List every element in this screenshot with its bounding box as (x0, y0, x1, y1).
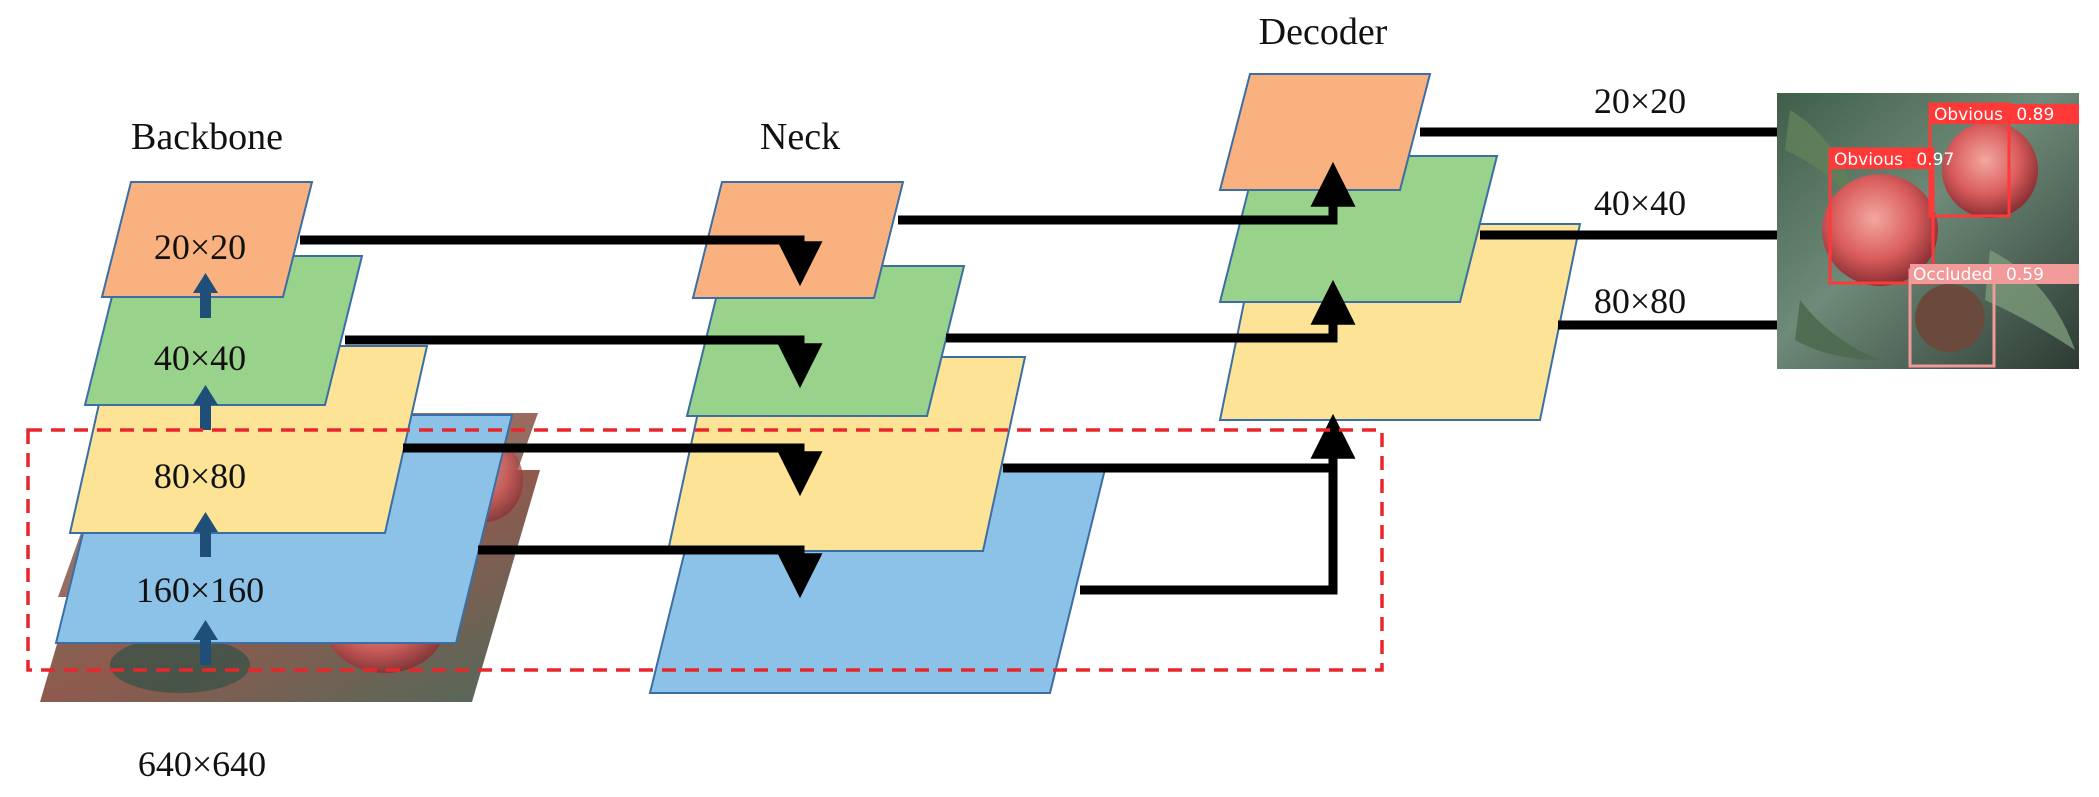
decoder-stack (1218, 73, 1582, 421)
backbone-title: Backbone (131, 116, 283, 158)
backbone-layer-20 (100, 181, 314, 298)
connector-neck20-to-decoder20 (898, 161, 1356, 225)
connector-40 (345, 335, 823, 389)
neck-stack (648, 181, 1108, 694)
backbone-label-160: 160×160 (136, 570, 264, 610)
output-connections (1420, 127, 1777, 330)
backbone-label-80: 80×80 (154, 456, 246, 496)
connector-20 (300, 235, 823, 287)
decoder-layer-40 (1218, 155, 1499, 303)
svg-text:Obvious 0.89: Obvious 0.89 (1934, 105, 2054, 125)
detection-label: Obvious (1934, 105, 2003, 125)
detection-score: 0.89 (2016, 105, 2054, 125)
detection-label: Obvious (1834, 150, 1903, 170)
highlight-dashed-box (26, 428, 1384, 672)
detection-occluded: Occluded 0.59 (1908, 264, 2079, 368)
backbone-stack: 20×20 40×40 80×80 160×160 (40, 181, 540, 702)
svg-text:Occluded 0.59: Occluded 0.59 (1913, 265, 2044, 285)
connector-neck40-to-decoder40 (946, 279, 1356, 343)
backbone-label-40: 40×40 (154, 338, 246, 378)
connector-160 (478, 545, 823, 599)
neck-title: Neck (760, 116, 840, 158)
svg-text:Obvious 0.97: Obvious 0.97 (1834, 150, 1954, 170)
up-arrow-icon (193, 385, 218, 430)
detection-obvious-1: Obvious 0.89 (1928, 102, 2079, 218)
detection-obvious-2: Obvious 0.97 (1828, 147, 1954, 285)
up-arrow-icon (193, 512, 218, 557)
input-size-label: 640×640 (138, 744, 266, 784)
backbone-label-20: 20×20 (154, 227, 246, 267)
detection-label: Occluded (1913, 265, 1993, 285)
output-scale-80: 80×80 (1594, 281, 1686, 321)
output-detection-image (1777, 93, 2079, 369)
detection-score: 0.59 (2006, 265, 2044, 285)
connector-neck160-merge (1080, 413, 1356, 595)
lateral-connections (300, 235, 823, 599)
decoder-layer-20 (1218, 73, 1432, 191)
detection-score: 0.97 (1916, 150, 1954, 170)
connector-80 (403, 443, 823, 497)
neck-layer-40 (685, 265, 966, 417)
output-scale-20: 20×20 (1594, 81, 1686, 121)
up-arrow-icon (193, 273, 218, 318)
up-arrow-icon (193, 620, 218, 665)
decoder-title: Decoder (1259, 11, 1388, 53)
neck-decoder-connections (898, 161, 1356, 595)
output-scale-40: 40×40 (1594, 183, 1686, 223)
